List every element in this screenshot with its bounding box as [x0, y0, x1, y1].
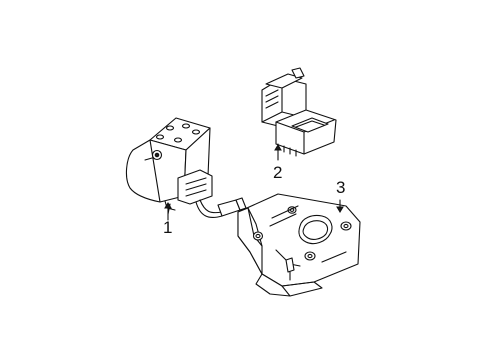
callout-3: 3	[336, 178, 345, 197]
callout-1: 1	[163, 218, 172, 237]
part-2-control-module	[261, 67, 337, 161]
part-3-bracket	[237, 193, 361, 297]
part-1-modulator	[125, 117, 247, 221]
callout-2: 2	[273, 163, 282, 182]
